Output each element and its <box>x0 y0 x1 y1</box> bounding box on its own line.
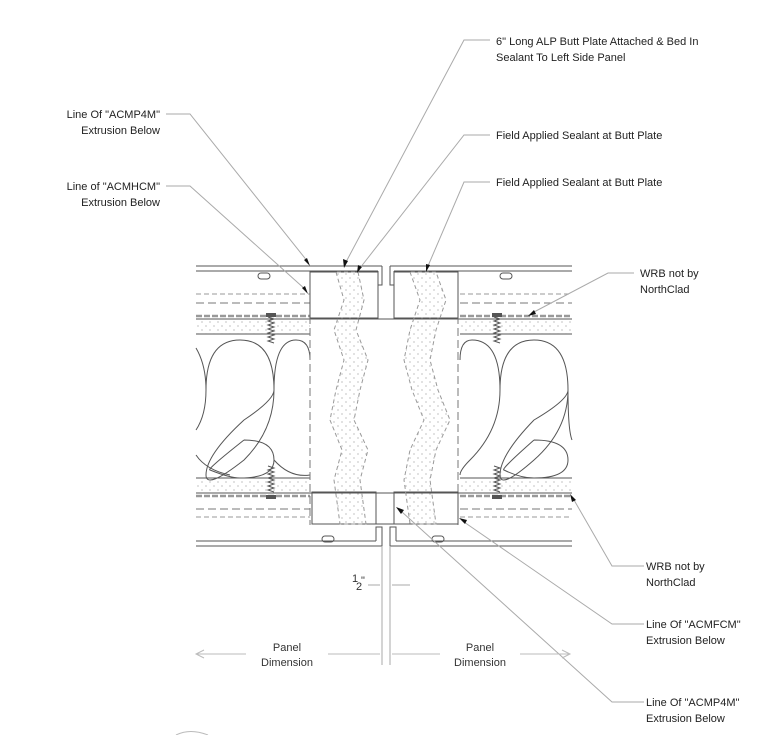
right-panel-bottom-return <box>389 526 397 546</box>
left-panel-top-return <box>377 266 383 286</box>
arrow-sealant-1 <box>357 265 362 273</box>
gap-dim-numerator: 1 <box>352 573 358 585</box>
callout-acmp4m-bottom-line1: Line Of "ACMP4M" <box>646 697 739 709</box>
detail-marker-arc <box>175 731 209 735</box>
callout-acmhcm-line1: Line of "ACMHCM" <box>67 181 160 193</box>
right-insulation <box>459 339 573 481</box>
left-panel-bottom-return <box>375 526 383 546</box>
callout-butt-plate-line1: 6" Long ALP Butt Plate Attached & Bed In <box>496 36 698 48</box>
right-panel-top-return <box>389 266 395 286</box>
leader-lines <box>166 39 644 703</box>
right-top-slot <box>499 272 513 280</box>
panel-dim-left-arrow <box>194 649 205 659</box>
callout-sealant-2: Field Applied Sealant at Butt Plate <box>496 177 662 189</box>
left-top-slot <box>257 272 271 280</box>
right-bottom-sheathing <box>460 479 572 493</box>
callout-wrb-top-line2: NorthClad <box>640 284 690 296</box>
callout-butt-plate-line2: Sealant To Left Side Panel <box>496 52 625 64</box>
callout-acmfcm-line2: Extrusion Below <box>646 635 725 647</box>
gap-dim-denominator: 2 <box>356 581 362 593</box>
leader-acmfcm <box>463 521 644 625</box>
leader-acmp4m-bottom <box>401 511 644 703</box>
callout-acmp4m-bottom-line2: Extrusion Below <box>646 713 725 725</box>
callout-wrb-top-line1: WRB not by <box>640 268 699 280</box>
panel-dim-right-line1: Panel <box>466 642 494 654</box>
panel-dim-left-line1: Panel <box>273 642 301 654</box>
callout-acmp4m-top-line2: Extrusion Below <box>81 125 160 137</box>
panel-dim-left-line2: Dimension <box>261 657 313 669</box>
callout-labels: 6" Long ALP Butt Plate Attached & Bed In… <box>67 36 741 725</box>
leader-butt-plate <box>345 39 490 263</box>
callout-wrb-bottom-line1: WRB not by <box>646 561 705 573</box>
right-wall-assembly <box>389 265 573 547</box>
left-sealant-bead <box>329 271 369 525</box>
leader-wrb-top <box>533 272 634 313</box>
left-top-fastener <box>266 313 276 344</box>
left-top-sheathing <box>196 320 310 334</box>
dimensions: 1 2 " Panel Dimension Panel Dimension <box>194 573 572 669</box>
callout-wrb-bottom-line2: NorthClad <box>646 577 696 589</box>
callout-acmp4m-top-line1: Line Of "ACMP4M" <box>67 109 160 121</box>
callout-sealant-1: Field Applied Sealant at Butt Plate <box>496 130 662 142</box>
right-sealant-bead <box>403 271 451 525</box>
left-bottom-sheathing <box>196 479 310 493</box>
arrow-acmhcm <box>302 286 308 294</box>
arrow-sealant-2 <box>426 264 430 272</box>
left-insulation <box>195 339 311 481</box>
arrow-acmp4m-bottom <box>396 507 404 514</box>
callout-acmhcm-line2: Extrusion Below <box>81 197 160 209</box>
arrow-wrb-top <box>528 310 536 316</box>
arrow-acmp4m-top <box>304 258 310 266</box>
leader-acmhcm <box>166 185 307 291</box>
arrow-butt-plate <box>343 259 348 268</box>
callout-acmfcm-line1: Line Of "ACMFCM" <box>646 619 741 631</box>
left-wall-assembly <box>195 265 460 547</box>
gap-dim-unit: " <box>361 575 365 587</box>
panel-dim-right-arrow <box>561 649 572 659</box>
left-bottom-slot <box>321 535 335 543</box>
leader-sealant-1 <box>359 134 490 269</box>
right-bottom-fastener <box>492 465 502 499</box>
leader-wrb-bottom <box>573 499 644 567</box>
arrow-wrb-bottom <box>570 494 576 502</box>
leader-sealant-2 <box>427 181 490 267</box>
leader-acmp4m-top <box>166 113 309 263</box>
panel-dim-right-line2: Dimension <box>454 657 506 669</box>
right-top-fastener <box>492 313 502 344</box>
arrow-acmfcm <box>459 518 467 524</box>
left-bottom-fastener <box>266 465 276 499</box>
right-top-sheathing <box>460 320 572 334</box>
